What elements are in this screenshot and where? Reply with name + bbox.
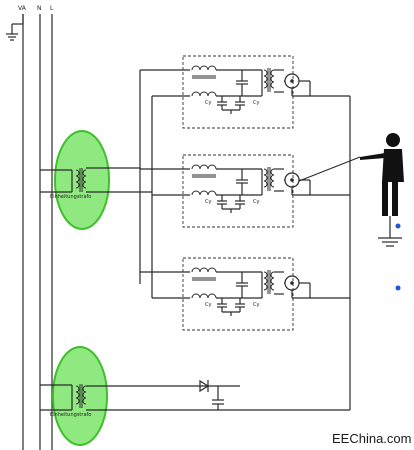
- dot-icon: [395, 285, 401, 291]
- cy-label: Cy: [205, 199, 211, 205]
- transformer-label-bottom: Einheitungstrafo: [50, 412, 91, 418]
- diode-capacitor: [199, 379, 224, 410]
- bus-label-l: L: [50, 5, 54, 12]
- watermark: EEChina.com: [332, 431, 411, 446]
- bus-lines: [22, 14, 53, 450]
- cy-label: Cy: [205, 100, 211, 106]
- distribution-wires: [139, 70, 351, 410]
- transformer-label-top: Einheitungstrafo: [50, 194, 91, 200]
- ground-icon: [6, 14, 24, 41]
- person-icon: [360, 133, 404, 247]
- cy-label: Cy: [253, 199, 259, 205]
- isolation-transformer-top: Einheitungstrafo: [40, 167, 152, 200]
- cy-label: Cy: [205, 302, 211, 308]
- dot-icon: [395, 223, 401, 229]
- cy-label: Cy: [253, 100, 259, 106]
- emi-filter-block: Cy Cy: [140, 55, 350, 129]
- bus-label-n: N: [37, 5, 42, 12]
- bus-label-va: VA: [18, 5, 27, 12]
- emi-filter-block: Cy Cy: [140, 154, 350, 228]
- cy-label: Cy: [253, 302, 259, 308]
- emi-filter-block: Cy Cy: [140, 257, 350, 331]
